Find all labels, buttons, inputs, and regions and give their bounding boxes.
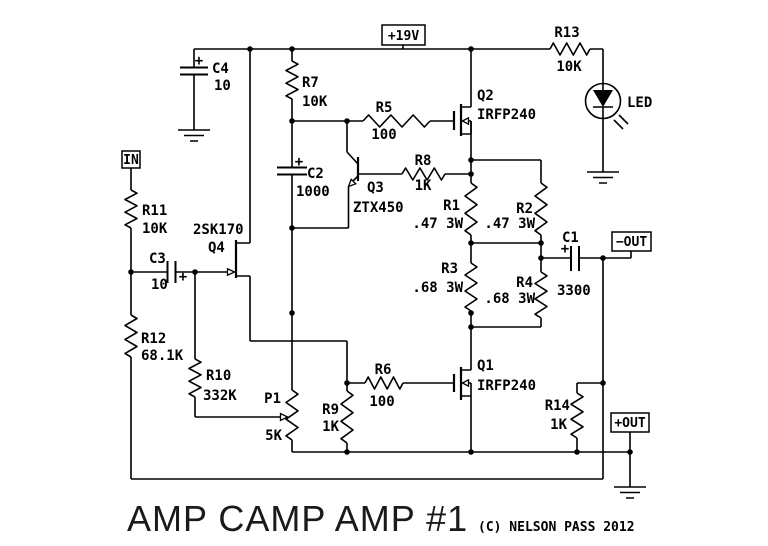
r7-ref-label: R7 — [302, 75, 319, 91]
resistor-r2: R2 .47 3W — [484, 182, 548, 236]
power-terminal-label: +19V — [388, 29, 419, 44]
q3-part-label: ZTX450 — [353, 200, 404, 216]
transistor-q1-mosfet: Q1 IRFP240 — [452, 358, 536, 452]
q1-part-label: IRFP240 — [477, 378, 536, 394]
led-indicator: LED — [584, 82, 652, 130]
led-triangle — [593, 90, 613, 107]
r3-value-label: .68 3W — [412, 280, 463, 296]
r10-value-label: 332K — [203, 388, 237, 404]
r5-ref-label: R5 — [376, 100, 393, 116]
p1-value-label: 5K — [265, 428, 282, 444]
terminal-out-neg: −OUT — [611, 231, 652, 252]
q1-body-arrow — [461, 378, 470, 388]
terminal-power: +19V — [381, 24, 426, 46]
ground-symbol-c4 — [178, 129, 210, 142]
q1-ref-label: Q1 — [477, 358, 494, 374]
schematic-title: AMP CAMP AMP #1 — [127, 498, 468, 539]
copyright-text: (C) NELSON PASS 2012 — [478, 520, 635, 535]
r12-value-label: 68.1K — [141, 348, 184, 364]
r11-value-label: 10K — [142, 221, 168, 237]
potentiometer-p1: P1 5K — [264, 389, 299, 444]
resistor-r6: R6 100 — [364, 362, 404, 410]
input-terminal-label: IN — [123, 153, 139, 168]
r2-value-label: .47 3W — [484, 216, 535, 232]
capacitor-c1: C1 + 3300 — [557, 230, 591, 299]
c3-ref-label: C3 — [149, 251, 166, 267]
q3-emitter-arrow — [347, 178, 357, 188]
out-pos-terminal-label: +OUT — [614, 416, 645, 431]
c2-value-label: 1000 — [296, 184, 330, 200]
r1-value-label: .47 3W — [412, 216, 463, 232]
c3-value-label: 10 — [151, 277, 168, 293]
q4-ref-label: Q4 — [208, 240, 225, 256]
r13-value-label: 10K — [556, 59, 582, 75]
r8-value-label: 1K — [415, 178, 432, 194]
r1-ref-label: R1 — [443, 198, 460, 214]
resistor-r1: R1 .47 3W — [412, 182, 478, 236]
resistor-r5: R5 100 — [362, 100, 431, 143]
transistor-q2-mosfet: Q2 IRFP240 — [452, 88, 536, 136]
ground-symbol-led — [587, 171, 619, 184]
c4-value-label: 10 — [214, 78, 231, 94]
r4-ref-label: R4 — [516, 275, 533, 291]
r5-value-label: 100 — [371, 127, 396, 143]
r6-ref-label: R6 — [375, 362, 392, 378]
p1-wiper-arrow — [279, 412, 289, 422]
p1-ref-label: P1 — [264, 391, 281, 407]
resistor-r12: R12 68.1K — [124, 314, 184, 364]
r7-value-label: 10K — [302, 94, 328, 110]
r4-value-label: .68 3W — [484, 291, 535, 307]
r13-ref-label: R13 — [554, 25, 579, 41]
q3-ref-label: Q3 — [367, 180, 384, 196]
c4-ref-label: C4 — [212, 61, 229, 77]
resistor-r9: R9 1K — [322, 390, 354, 444]
r9-ref-label: R9 — [322, 402, 339, 418]
resistor-r4: R4 .68 3W — [484, 271, 548, 319]
r8-ref-label: R8 — [415, 153, 432, 169]
r12-ref-label: R12 — [141, 331, 166, 347]
resistor-r14: R14 1K — [545, 392, 584, 439]
q2-body-arrow — [461, 116, 470, 126]
q2-part-label: IRFP240 — [477, 107, 536, 123]
c2-ref-label: C2 — [307, 166, 324, 182]
c1-value-label: 3300 — [557, 283, 591, 299]
r14-value-label: 1K — [550, 417, 567, 433]
r11-ref-label: R11 — [142, 203, 167, 219]
r9-value-label: 1K — [322, 419, 339, 435]
c4-polarity-mark: + — [195, 53, 203, 69]
r14-ref-label: R14 — [545, 398, 570, 414]
transistor-q3-bjt: Q3 ZTX450 — [292, 151, 404, 229]
capacitor-c4: + C4 10 — [180, 53, 231, 94]
out-neg-terminal-label: −OUT — [616, 235, 647, 250]
led-circle — [584, 82, 622, 120]
c1-polarity-mark: + — [561, 241, 569, 257]
q4-gate-arrow — [226, 267, 237, 277]
wires — [130, 45, 632, 487]
r6-value-label: 100 — [369, 394, 394, 410]
r2-ref-label: R2 — [516, 201, 533, 217]
c1-ref-label: C1 — [562, 230, 579, 246]
q4-part-label: 2SK170 — [193, 222, 244, 238]
resistor-r11: R11 10K — [124, 189, 168, 237]
led-light-rays — [613, 114, 629, 130]
resistor-r7: R7 10K — [285, 60, 328, 110]
resistor-r10: R10 332K — [188, 358, 237, 404]
c3-polarity-mark: + — [179, 269, 187, 285]
resistor-r3: R3 .68 3W — [412, 261, 478, 312]
capacitor-c3: C3 10 + — [149, 251, 187, 293]
junction-dots — [128, 46, 633, 455]
led-label: LED — [627, 95, 652, 111]
transistor-q4-jfet: 2SK170 Q4 — [193, 222, 244, 278]
r10-ref-label: R10 — [206, 368, 231, 384]
terminal-input: IN — [121, 150, 141, 169]
ground-symbol-output — [614, 486, 646, 499]
terminal-out-pos: +OUT — [610, 412, 650, 433]
capacitor-c2: + C2 1000 — [277, 154, 330, 200]
resistor-r13: R13 10K — [549, 25, 591, 75]
resistor-r8: R8 1K — [401, 153, 446, 194]
q2-ref-label: Q2 — [477, 88, 494, 104]
r3-ref-label: R3 — [441, 261, 458, 277]
c2-polarity-mark: + — [295, 154, 303, 170]
